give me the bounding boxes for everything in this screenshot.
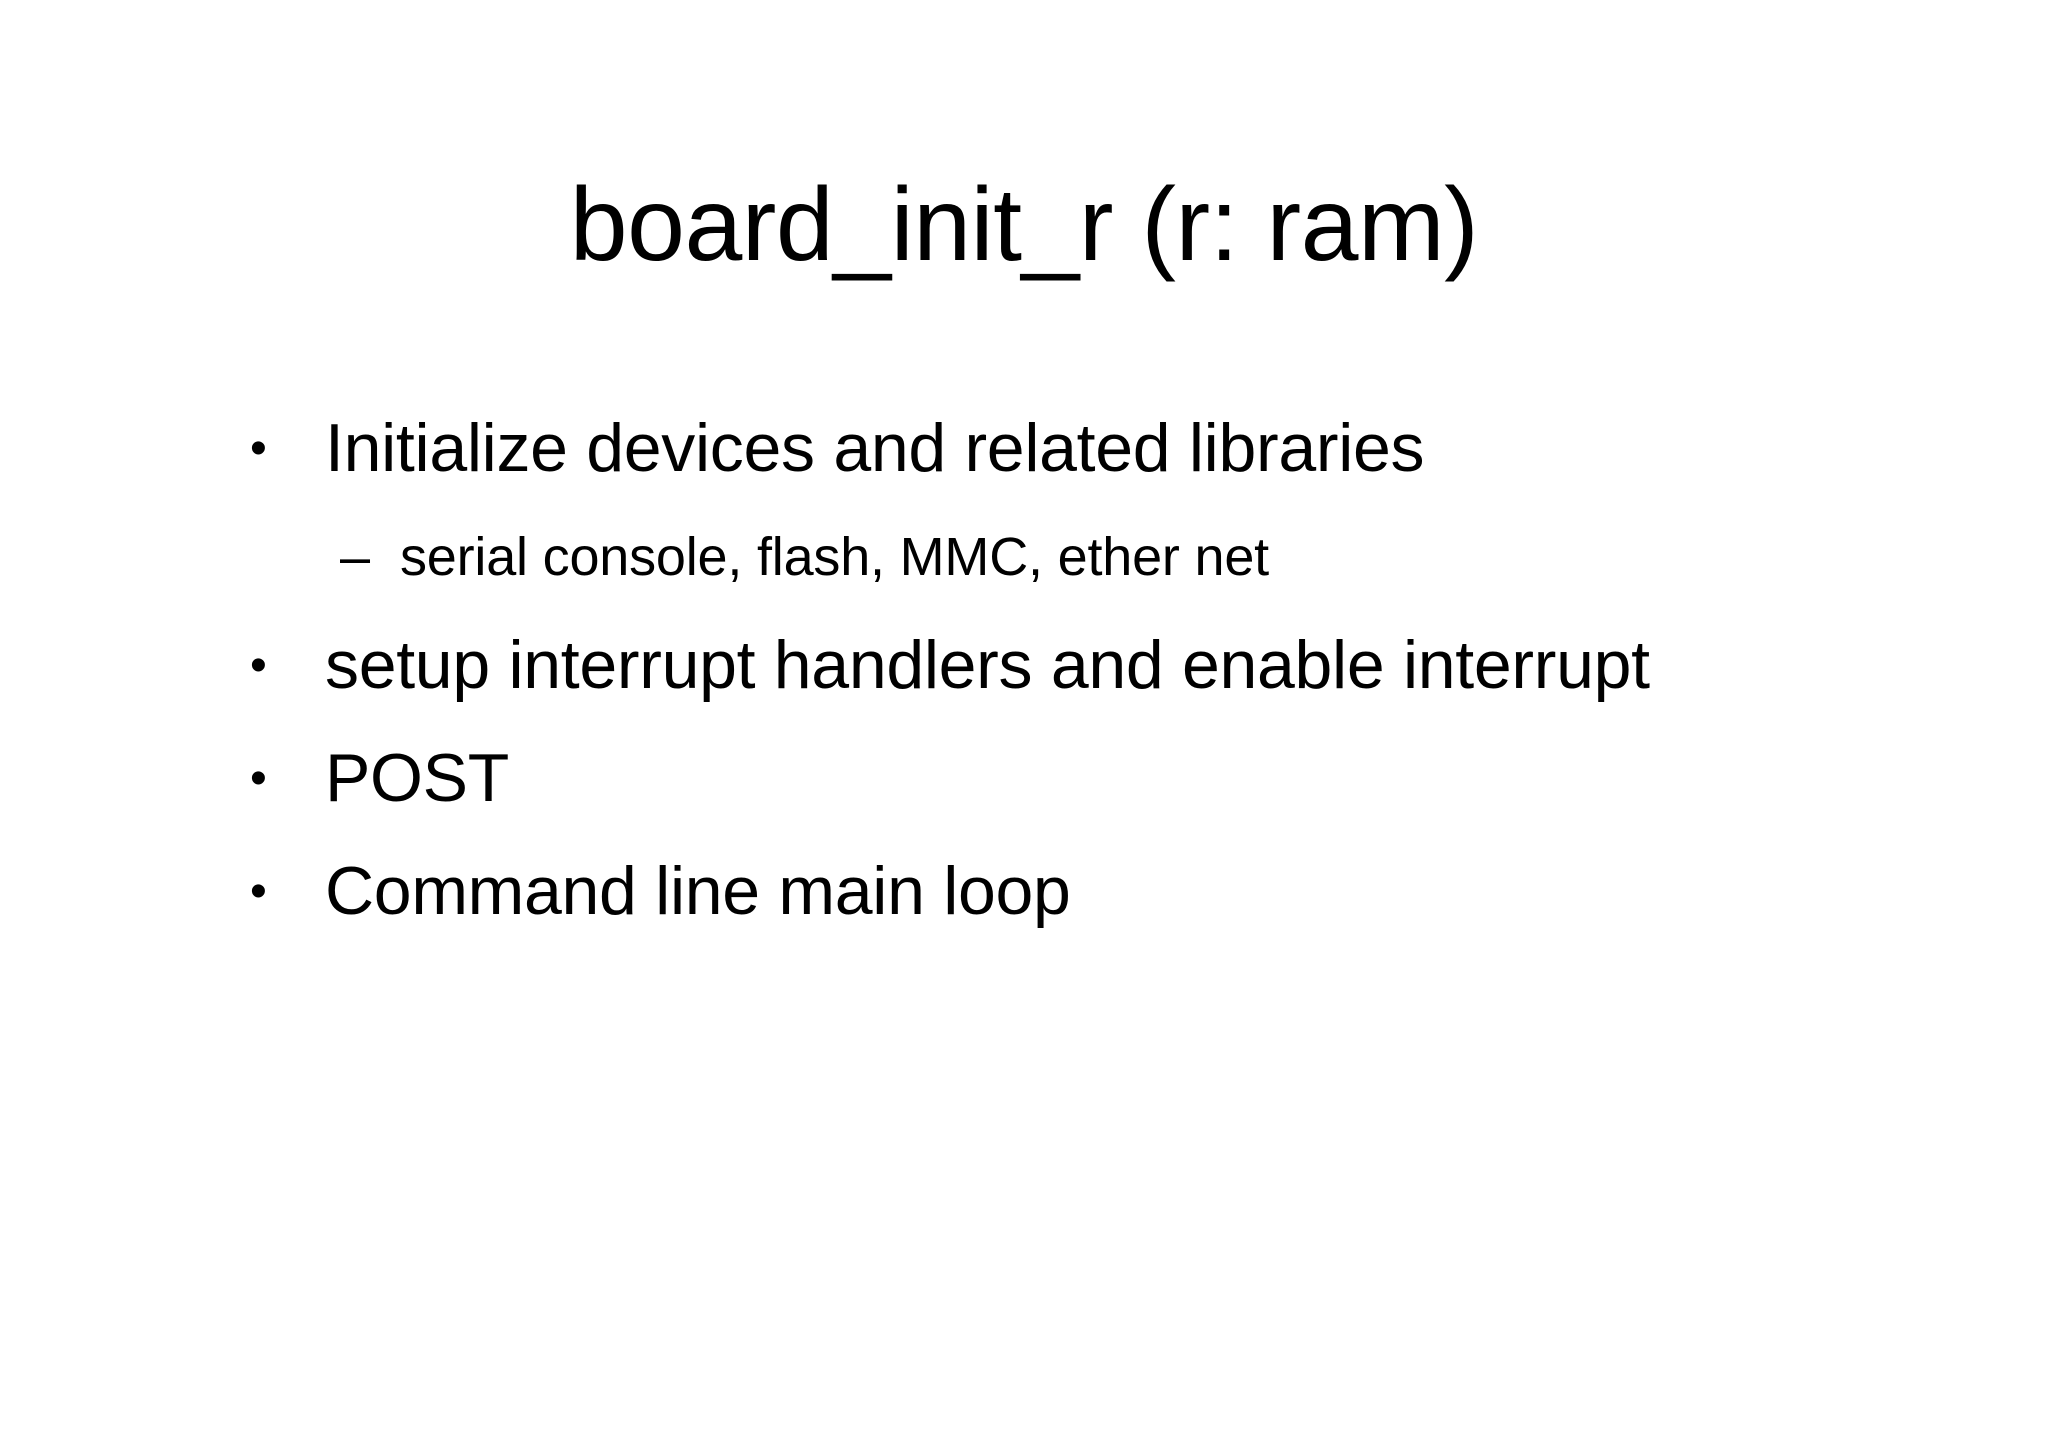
page-title: board_init_r (r: ram) (569, 167, 1479, 283)
round-bullet-icon: • (250, 752, 267, 805)
dash-bullet-icon: – (340, 527, 370, 587)
round-bullet-icon: • (250, 865, 267, 918)
list-item-label: POST (325, 740, 509, 816)
round-bullet-icon: • (250, 422, 267, 475)
bullet-list: • Initialize devices and related librari… (250, 392, 1950, 948)
list-item-label: Initialize devices and related libraries (325, 410, 1425, 486)
round-bullet-icon: • (250, 639, 267, 692)
list-item-label: setup interrupt handlers and enable inte… (325, 627, 1650, 703)
list-item-label: Command line main loop (325, 853, 1071, 929)
list-item: • Initialize devices and related librari… (250, 392, 1950, 505)
list-item: – serial console, flash, MMC, ether net (250, 505, 1950, 609)
list-item: • setup interrupt handlers and enable in… (250, 609, 1950, 722)
list-item: • POST (250, 722, 1950, 835)
list-item-label: serial console, flash, MMC, ether net (400, 527, 1269, 587)
list-item: • Command line main loop (250, 835, 1950, 948)
